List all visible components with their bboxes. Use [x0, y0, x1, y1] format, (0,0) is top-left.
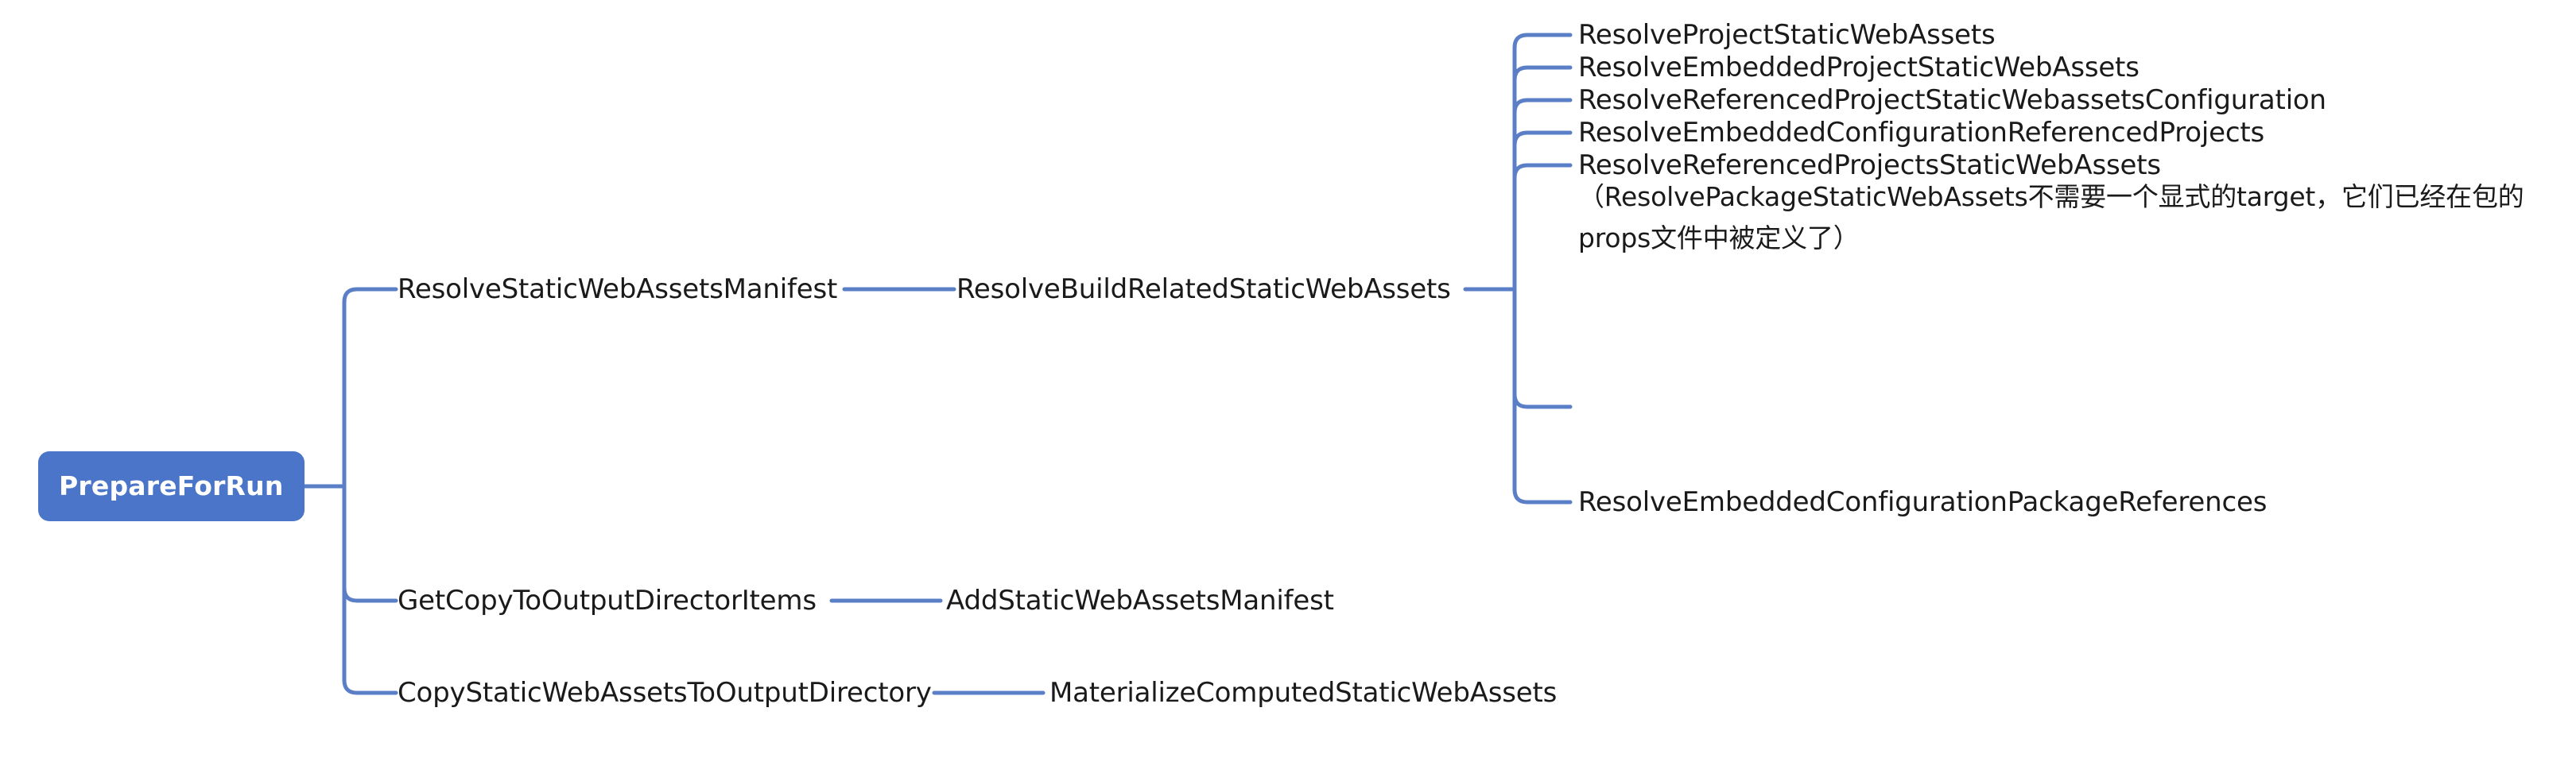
connector-trunk-to-leaf-2 [1512, 65, 1573, 292]
node-resolve-project-static-web-assets[interactable]: ResolveProjectStaticWebAssets [1578, 19, 1996, 51]
node-add-static-web-assets-manifest[interactable]: AddStaticWebAssetsManifest [946, 585, 1334, 617]
connector-trunk-to-leaf-3 [1512, 98, 1573, 292]
connector-trunk-to-leaf-6 [1512, 287, 1573, 409]
connector-root-to-branch-1 [342, 287, 398, 489]
node-materialize-computed-static-web-assets[interactable]: MaterializeComputedStaticWebAssets [1049, 677, 1558, 709]
node-resolve-embedded-configuration-package-references[interactable]: ResolveEmbeddedConfigurationPackageRefer… [1578, 486, 2268, 518]
connector-root-to-branch-3 [342, 484, 398, 695]
node-resolve-embedded-project-static-web-assets[interactable]: ResolveEmbeddedProjectStaticWebAssets [1578, 52, 2140, 83]
node-get-copy-to-output-director-items[interactable]: GetCopyToOutputDirectorItems [398, 585, 817, 617]
node-resolve-referenced-projects-static-web-assets[interactable]: ResolveReferencedProjectsStaticWebAssets [1578, 149, 2161, 181]
connector-trunk-to-leaf-4 [1512, 130, 1573, 292]
connector-root-to-branch-2 [342, 484, 398, 603]
node-copy-static-web-assets-to-output-directory[interactable]: CopyStaticWebAssetsToOutputDirectory [398, 677, 932, 709]
node-resolve-embedded-configuration-referenced-projects[interactable]: ResolveEmbeddedConfigurationReferencedPr… [1578, 117, 2264, 149]
node-resolve-package-static-web-assets-note[interactable]: （ResolvePackageStaticWebAssets不需要一个显式的ta… [1578, 181, 2524, 253]
connector-trunk-to-leaf-7 [1512, 287, 1573, 505]
node-resolve-referenced-project-static-webassets-configuration[interactable]: ResolveReferencedProjectStaticWebassetsC… [1578, 84, 2326, 116]
node-resolve-build-related-static-web-assets[interactable]: ResolveBuildRelatedStaticWebAssets [956, 273, 1451, 305]
node-resolve-static-web-assets-manifest[interactable]: ResolveStaticWebAssetsManifest [398, 273, 838, 305]
connector-trunk-to-leaf-1 [1512, 33, 1573, 292]
connector-trunk-to-leaf-5 [1512, 163, 1573, 292]
node-root-prepare-for-run[interactable]: PrepareForRun [38, 451, 305, 521]
